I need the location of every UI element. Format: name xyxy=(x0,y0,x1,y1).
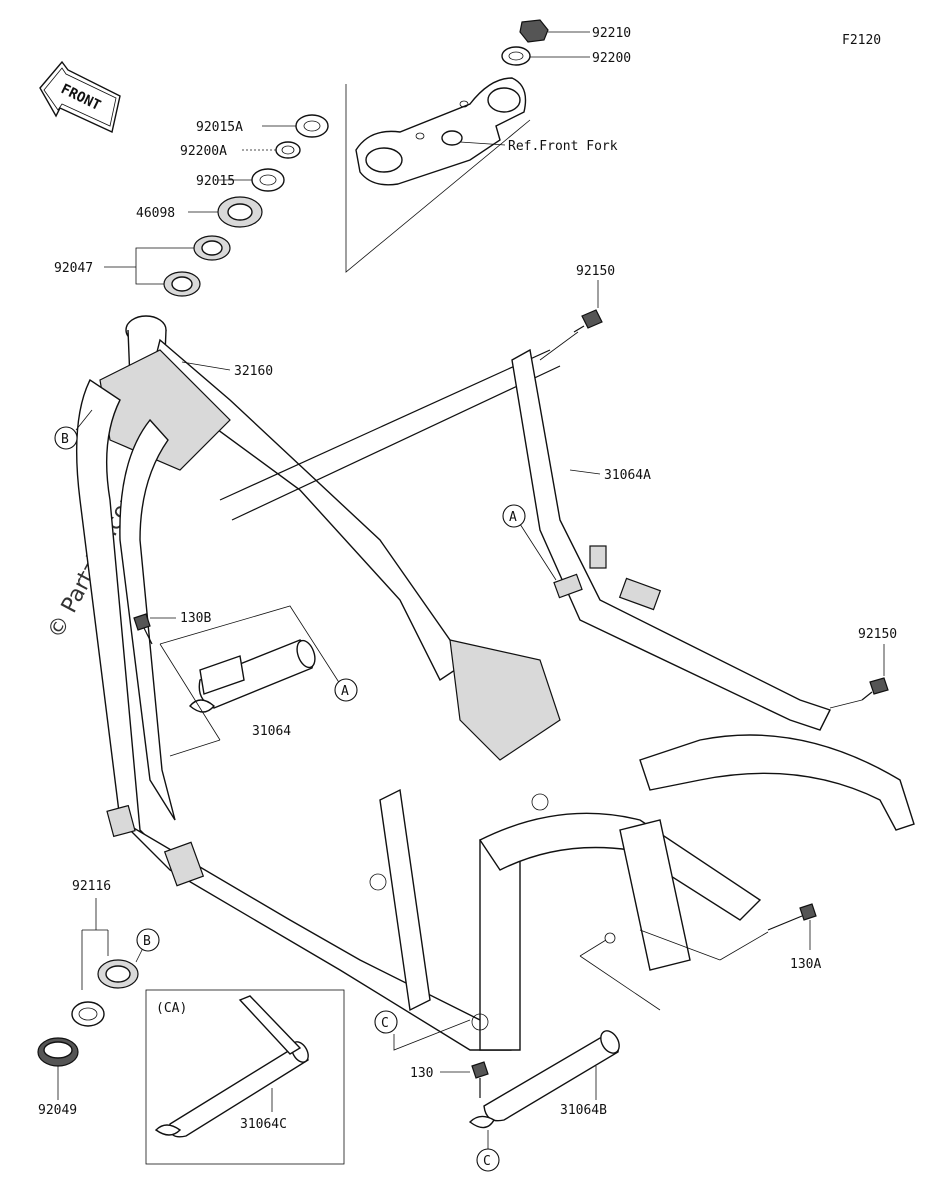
label-31064c: 31064C xyxy=(240,1117,287,1132)
label-92015: 92015 xyxy=(196,174,235,189)
bearing-92116-icon xyxy=(71,1001,105,1027)
callout-c-left-label: C xyxy=(381,1016,389,1031)
bolt-130-icon xyxy=(471,1061,489,1098)
callout-b-lower-label: B xyxy=(143,934,151,949)
label-46098: 46098 xyxy=(136,206,175,221)
front-arrow-icon: FRONT xyxy=(39,60,121,133)
label-ref-front-fork: Ref.Front Fork xyxy=(508,139,618,154)
seal-92049-icon xyxy=(37,1037,79,1067)
label-130: 130 xyxy=(410,1066,433,1081)
callout-a-left xyxy=(334,678,358,702)
label-92049: 92049 xyxy=(38,1103,77,1118)
tube-31064b-icon xyxy=(468,1030,620,1129)
callout-b-lower xyxy=(136,928,160,952)
label-31064: 31064 xyxy=(252,724,291,739)
label-130a: 130A xyxy=(790,957,821,972)
label-92200a: 92200A xyxy=(180,144,227,159)
label-32160: 32160 xyxy=(234,364,273,379)
main-frame xyxy=(75,315,915,1051)
label-92150-right: 92150 xyxy=(858,627,897,642)
label-92015a: 92015A xyxy=(196,120,243,135)
label-92200: 92200 xyxy=(592,51,631,66)
callout-b-left xyxy=(54,426,78,450)
callout-c-bottom xyxy=(476,1148,500,1172)
callout-a-upper xyxy=(502,504,526,528)
label-31064a: 31064A xyxy=(604,468,651,483)
bolt-130b-icon xyxy=(133,613,153,645)
locknut-92015a-icon xyxy=(295,114,329,138)
seal-46098-icon xyxy=(217,196,263,228)
callout-b-left-label: B xyxy=(61,432,69,447)
ca-variant-box: (CA) 31064C xyxy=(145,989,345,1165)
bolt-130a-icon xyxy=(767,903,817,931)
tube-31064-icon xyxy=(189,639,316,713)
bearing-92047-icon xyxy=(163,235,231,297)
nut-92015-icon xyxy=(251,168,285,192)
bolt-92150-top-icon xyxy=(573,309,603,333)
washer-92200a-icon xyxy=(275,141,301,159)
figure-code: F2120 xyxy=(842,33,881,48)
callout-a-left-label: A xyxy=(341,684,349,699)
seal-92116-icon xyxy=(97,959,139,989)
label-92150-top: 92150 xyxy=(576,264,615,279)
ca-label: (CA) xyxy=(156,1001,187,1016)
callout-c-bottom-label: C xyxy=(483,1154,491,1169)
label-130b: 130B xyxy=(180,611,211,626)
steering-stem-assembly: 92210 92200 Ref.Front Fork 92015A 92200A xyxy=(54,19,631,297)
label-92210: 92210 xyxy=(592,26,631,41)
callout-c-left xyxy=(374,1010,398,1034)
label-31064b: 31064B xyxy=(560,1103,607,1118)
label-92116: 92116 xyxy=(72,879,111,894)
label-92047: 92047 xyxy=(54,261,93,276)
callout-a-upper-label: A xyxy=(509,510,517,525)
bolt-92150-right-icon xyxy=(861,677,889,701)
